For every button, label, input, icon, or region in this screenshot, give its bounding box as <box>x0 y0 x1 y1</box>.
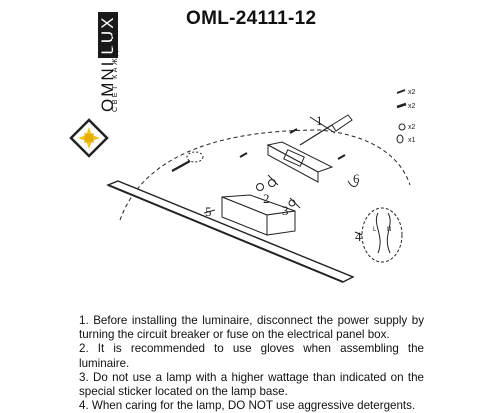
instructions: 1. Before installing the luminaire, disc… <box>79 314 424 413</box>
lamp-bar-edge <box>107 184 344 283</box>
wire <box>375 212 381 254</box>
callout-number: 5 <box>205 204 212 219</box>
screw <box>239 152 248 158</box>
instruction-item: 3. Do not use a lamp with a higher watta… <box>79 370 424 399</box>
assembly-diagram: x2 x2 x2 x1 1 2 3 4 5 6 L N <box>106 89 416 283</box>
instruction-item: 4. When caring for the lamp, DO NOT use … <box>79 399 416 413</box>
callout-number: 4 <box>355 229 362 244</box>
wire-label: N <box>387 227 391 233</box>
washer <box>256 183 264 191</box>
part-qty: x2 <box>408 124 416 131</box>
legend-washer-icon <box>398 123 406 131</box>
instruction-item: 1. Before installing the luminaire, disc… <box>79 314 424 342</box>
wall-screw <box>171 160 191 172</box>
wire-detail-circle <box>361 207 403 263</box>
callout-number: 3 <box>282 203 289 218</box>
screwdriver-shaft <box>299 124 333 146</box>
legend-dowel-icon <box>396 102 407 109</box>
callout-leader <box>354 231 363 236</box>
callout-leader <box>347 180 359 187</box>
bracket-slot <box>283 149 305 167</box>
screw <box>289 128 298 134</box>
callout-number: 2 <box>263 191 270 206</box>
screw <box>337 154 346 160</box>
part-qty: x1 <box>408 137 416 144</box>
logo-diamond-outline <box>69 118 109 158</box>
instruction-item: 2. It is recommended to use gloves when … <box>79 342 424 370</box>
legend-screw-icon <box>396 89 406 94</box>
wire-label: L <box>373 227 377 233</box>
callout-leader <box>289 197 301 209</box>
callout-number: 6 <box>353 171 360 186</box>
wire <box>386 212 391 254</box>
model-number: OML-24111-12 <box>186 8 317 29</box>
callout-leader <box>203 209 216 214</box>
part-qty: x2 <box>408 103 416 110</box>
mounting-guide-line <box>119 129 411 221</box>
brand-logo: OMNILUX СВЕТ КАЖДОМУ <box>0 0 120 175</box>
wall-hole <box>186 151 204 163</box>
part-qty: x2 <box>408 89 416 96</box>
washer <box>268 179 276 187</box>
callout-leader <box>267 174 279 186</box>
lamp-body-side <box>266 210 296 236</box>
callout-leader <box>309 116 336 134</box>
callout-number: 1 <box>316 113 323 128</box>
logo-star-icon <box>78 127 100 149</box>
legend-ring-icon <box>396 134 404 144</box>
screwdriver-handle <box>331 114 353 132</box>
washer <box>288 199 296 207</box>
logo-emblem <box>69 118 109 158</box>
